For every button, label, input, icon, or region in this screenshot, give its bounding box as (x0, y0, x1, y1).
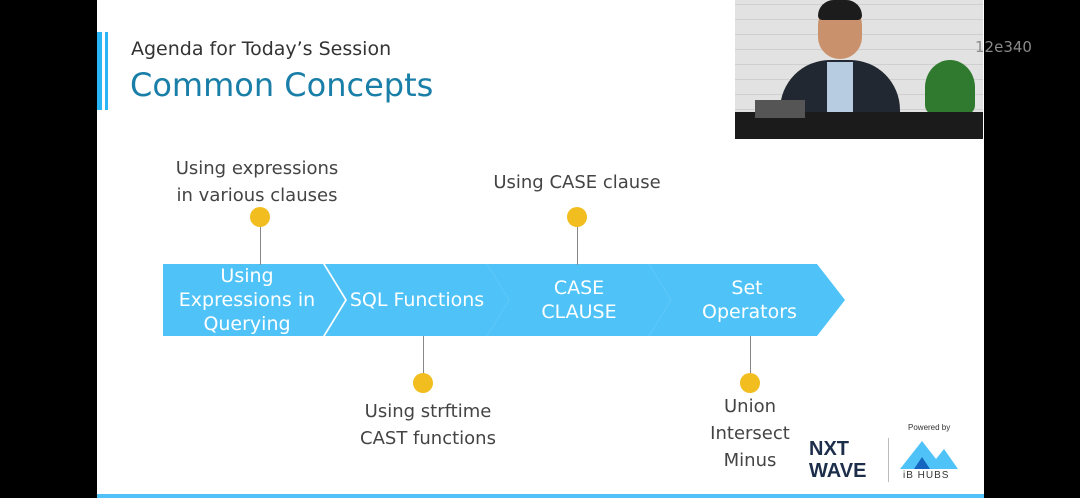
ibhubs-mountain-icon (900, 441, 958, 469)
milestone-dot (740, 373, 760, 393)
nxtwave-logo-line1: NXT (809, 438, 849, 460)
note-case: Using CASE clause (477, 169, 677, 196)
webcam-laptop (755, 100, 805, 118)
timeline-step-1-label: Using Expressions in Querying (178, 265, 316, 335)
timeline-step-2-label: SQL Functions (349, 289, 485, 311)
note-line: Minus (723, 450, 777, 471)
connector-line (260, 225, 261, 265)
note-set-operators: Union Intersect Minus (680, 393, 820, 474)
connector-line (750, 336, 751, 376)
connector-line (577, 225, 578, 265)
watermark-code: 12e340 (975, 38, 1032, 56)
timeline-step-3-label: CASE CLAUSE (541, 277, 617, 323)
timeline-step-4-label: Set Operators (702, 277, 797, 323)
note-line: Using CASE clause (493, 172, 661, 193)
milestone-dot (250, 207, 270, 227)
timeline-step-3: CASE CLAUSE (487, 264, 671, 336)
timeline-step-4: Set Operators (649, 264, 845, 336)
nxtwave-logo-line2: WAVE (809, 460, 867, 482)
connector-line (423, 336, 424, 376)
nxtwave-logo: NXT WAVE (809, 438, 866, 482)
bottom-accent-line (97, 494, 984, 498)
presenter-hair (818, 0, 862, 20)
slide-title: Common Concepts (130, 66, 434, 104)
powered-by-text: Powered by (908, 423, 951, 432)
timeline-step-1: Using Expressions in Querying (163, 264, 345, 336)
note-line: in various clauses (176, 185, 338, 206)
note-line: CAST functions (360, 428, 496, 449)
presenter-webcam (735, 0, 983, 139)
note-expressions: Using expressions in various clauses (157, 155, 357, 209)
note-line: Intersect (710, 423, 790, 444)
milestone-dot (567, 207, 587, 227)
accent-bar-secondary (105, 32, 108, 110)
ibhubs-logo-text: iB HUBS (903, 470, 950, 481)
note-line: Union (723, 396, 776, 417)
timeline-step-2: SQL Functions (325, 264, 509, 336)
logo-divider (888, 438, 889, 482)
accent-bar (97, 32, 102, 110)
presenter-shirt (827, 62, 853, 112)
note-line: Using strftime (364, 401, 492, 422)
note-line: Using expressions (175, 158, 339, 179)
webcam-plant (925, 60, 975, 115)
note-strftime: Using strftime CAST functions (328, 398, 528, 452)
milestone-dot (413, 373, 433, 393)
slide-subtitle: Agenda for Today’s Session (131, 38, 392, 60)
